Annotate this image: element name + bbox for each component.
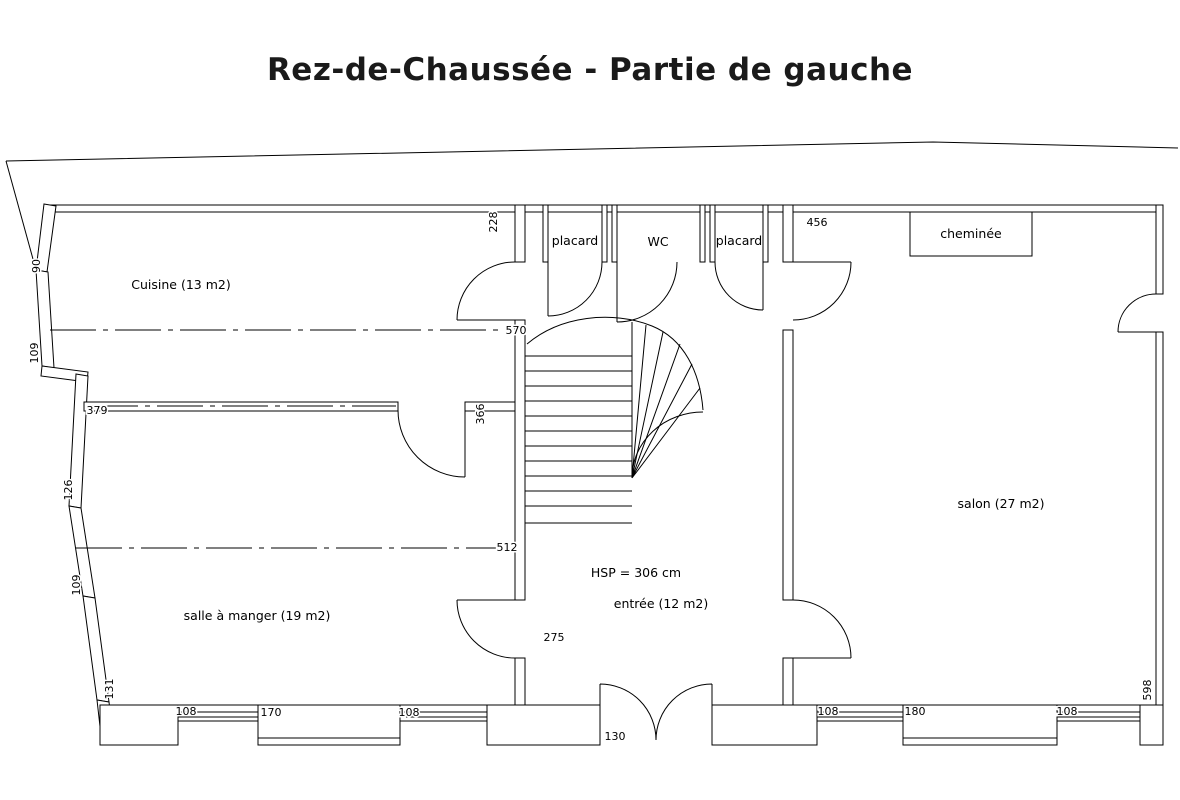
- pier: [486, 704, 601, 746]
- room-label-entree: entrée (12 m2): [614, 596, 709, 611]
- door-arc-right-wall: [1117, 293, 1157, 333]
- entry-double-door: [599, 683, 713, 741]
- axis-lines: [50, 329, 498, 549]
- dim-130: 130: [605, 730, 626, 743]
- dim-275: 275: [544, 631, 565, 644]
- pier: [1139, 704, 1164, 746]
- label-hsp: HSP = 306 cm: [591, 565, 681, 580]
- dim-108d: 108: [1057, 705, 1078, 718]
- room-label-placard-right: placard: [716, 233, 762, 248]
- dim-570: 570: [506, 324, 527, 337]
- door-arc-salle: [456, 599, 516, 659]
- pier: [711, 704, 818, 746]
- door-arc-partition: [397, 409, 466, 478]
- room-label-placard-left: placard: [552, 233, 598, 248]
- page-title: Rez-de-Chaussée - Partie de gauche: [266, 52, 914, 88]
- boundary-left-line: [5, 160, 37, 271]
- dim-108c: 108: [818, 705, 839, 718]
- room-label-cheminee: cheminée: [940, 226, 1002, 241]
- doors: [397, 261, 1157, 741]
- door-arc-placard-left: [547, 261, 603, 317]
- boundary-top-line: [5, 141, 1179, 162]
- room-label-wc: WC: [647, 234, 668, 249]
- chimney: [909, 211, 1033, 257]
- dim-90: 90: [30, 259, 43, 273]
- dim-228: 228: [487, 212, 500, 233]
- window-right: [902, 704, 1058, 746]
- room-label-cuisine: Cuisine (13 m2): [131, 277, 230, 292]
- dim-108b: 108: [399, 706, 420, 719]
- window-sills: [178, 716, 1140, 722]
- stair-inner-stringer: [631, 411, 704, 479]
- dim-170: 170: [261, 706, 282, 719]
- dim-108a: 108: [176, 705, 197, 718]
- door-arc-salon-upper: [792, 261, 852, 321]
- staircase: [525, 316, 704, 524]
- dim-456: 456: [807, 216, 828, 229]
- door-arc-cuisine: [456, 261, 516, 321]
- site-boundary: [5, 141, 1179, 271]
- stair-outer-curve: [526, 316, 704, 411]
- dimension-labels: 90 109 126 109 131 228 570 366 512 379 2…: [27, 210, 1156, 745]
- room-label-salle-a-manger: salle à manger (19 m2): [184, 608, 331, 623]
- dim-180: 180: [905, 705, 926, 718]
- stair-winder-treads: [631, 324, 701, 479]
- pier: [99, 704, 179, 746]
- chimney-box: [909, 211, 1033, 257]
- right-wall-lower: [1155, 331, 1164, 746]
- door-arc-salon-lower: [792, 599, 852, 659]
- dim-598: 598: [1141, 680, 1154, 701]
- door-arc-placard-right: [714, 261, 764, 311]
- room-label-salon: salon (27 m2): [958, 496, 1045, 511]
- dim-126: 126: [62, 480, 75, 501]
- dim-109a: 109: [28, 343, 41, 364]
- room-labels: Cuisine (13 m2) salle à manger (19 m2) p…: [131, 226, 1044, 623]
- bottom-wall: [99, 704, 1164, 746]
- dim-379: 379: [87, 404, 108, 417]
- dim-109b: 109: [70, 575, 83, 596]
- dim-366: 366: [474, 404, 487, 425]
- door-arc-wc: [616, 261, 678, 323]
- dim-512: 512: [497, 541, 518, 554]
- dim-131: 131: [103, 679, 116, 700]
- right-wall-upper: [1155, 204, 1164, 295]
